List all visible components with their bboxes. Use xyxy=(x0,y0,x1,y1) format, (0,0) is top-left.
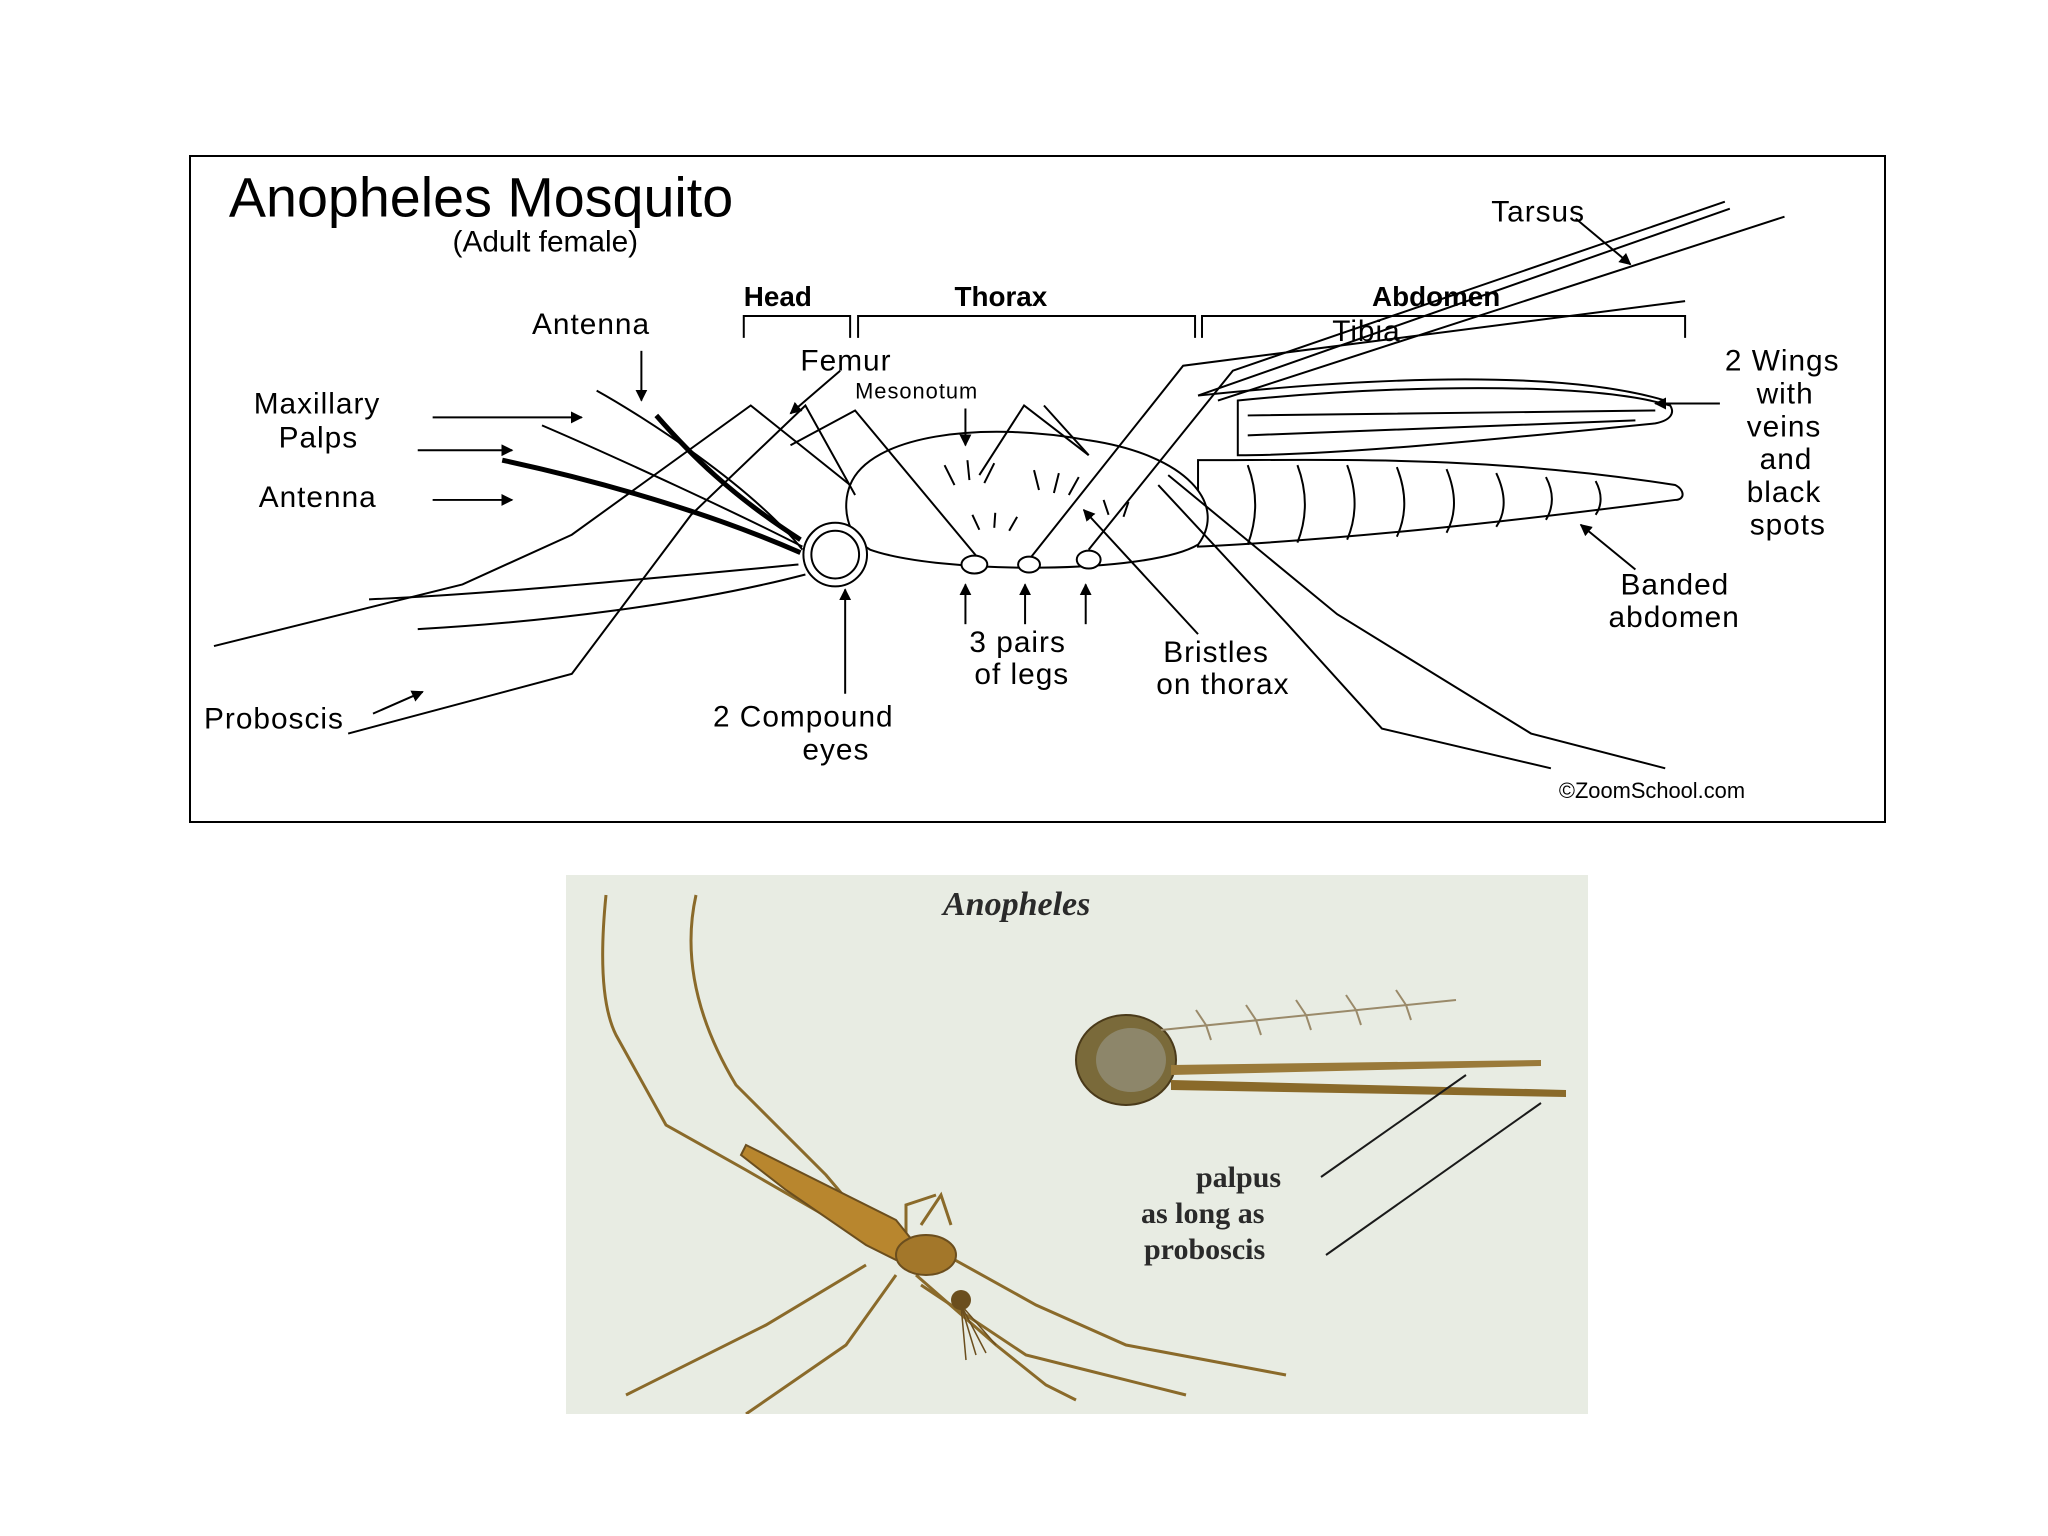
headcloseup-eye-facets xyxy=(1096,1028,1166,1092)
label-abdomen: abdomen xyxy=(1609,601,1740,634)
label-eyes-2: eyes xyxy=(802,733,869,766)
anopheles-illustration: Anopheles xyxy=(566,875,1588,1414)
region-head-label: Head xyxy=(744,281,812,312)
label-wings-3: veins xyxy=(1747,410,1822,443)
label-antenna-top: Antenna xyxy=(532,308,650,341)
palpus-proboscis-closeup xyxy=(1171,1060,1566,1097)
label-femur: Femur xyxy=(800,345,891,378)
caption-as-long-as: as long as xyxy=(1141,1197,1264,1230)
label-eyes-1: 2 Compound xyxy=(713,701,894,734)
region-thorax-label: Thorax xyxy=(955,281,1048,312)
mosquito-diagram: Anopheles Mosquito (Adult female) Head T… xyxy=(204,167,1840,803)
caption-arrows xyxy=(1320,1074,1542,1256)
caption-proboscis: proboscis xyxy=(1144,1233,1265,1266)
label-wings-6: spots xyxy=(1750,509,1826,542)
label-wings-2: with xyxy=(1756,378,1814,411)
diagram-subtitle: (Adult female) xyxy=(453,225,639,258)
label-legs-2: of legs xyxy=(974,658,1069,691)
photo-panel: Anopheles xyxy=(566,875,1588,1414)
label-antenna-left: Antenna xyxy=(259,481,377,514)
label-wings-5: black xyxy=(1747,476,1822,509)
label-arrows xyxy=(372,217,1720,715)
label-palps: Palps xyxy=(279,421,359,454)
diagram-title: Anopheles Mosquito xyxy=(229,167,733,229)
credit-text: ©ZoomSchool.com xyxy=(1559,778,1745,803)
label-wings-4: and xyxy=(1760,443,1813,476)
mosquito-drawing xyxy=(213,200,1785,770)
photo-title: Anopheles xyxy=(941,886,1090,923)
antenna-closeup xyxy=(1160,989,1457,1041)
caption-palpus: palpus xyxy=(1196,1161,1281,1194)
label-tarsus: Tarsus xyxy=(1491,196,1585,229)
label-bristles-1: Bristles xyxy=(1163,636,1269,669)
mosquito-thorax xyxy=(895,1234,957,1276)
label-legs-1: 3 pairs xyxy=(969,626,1065,659)
diagram-panel: Anopheles Mosquito (Adult female) Head T… xyxy=(189,155,1886,823)
mosquito-mouthparts xyxy=(960,1304,997,1361)
region-brackets xyxy=(742,315,1687,338)
label-mesonotum: Mesonotum xyxy=(855,379,978,404)
label-banded: Banded xyxy=(1620,568,1729,601)
label-maxillary: Maxillary xyxy=(254,387,381,420)
label-proboscis: Proboscis xyxy=(204,703,344,736)
mosquito-head xyxy=(951,1290,971,1310)
label-wings-1: 2 Wings xyxy=(1725,345,1840,378)
label-bristles-2: on thorax xyxy=(1156,668,1289,701)
label-tibia: Tibia xyxy=(1332,315,1400,348)
